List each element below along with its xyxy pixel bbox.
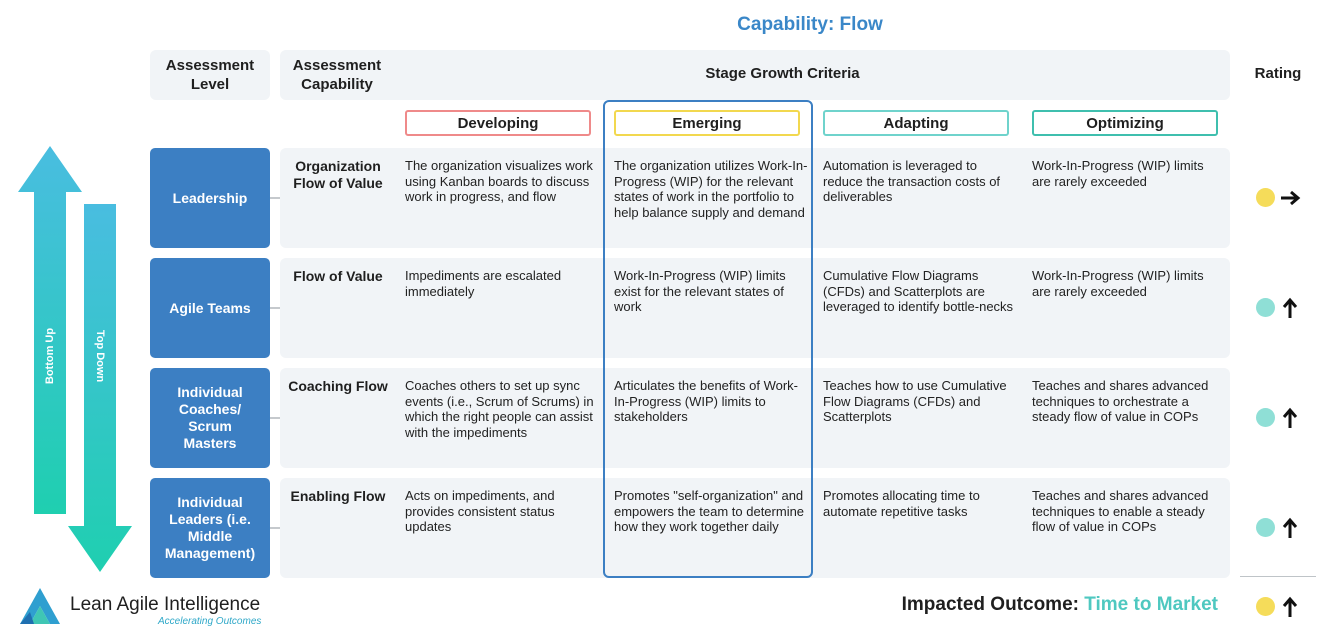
cell-optimizing: Work-In-Progress (WIP) limits are rarely…	[1032, 158, 1204, 189]
cell-adapting: Teaches how to use Cumulative Flow Diagr…	[823, 378, 1007, 425]
cell-developing: Acts on impediments, and provides consis…	[405, 488, 555, 535]
cell-adapting: Automation is leveraged to reduce the tr…	[823, 158, 1001, 205]
stage-developing: Developing	[405, 110, 591, 136]
stage-emerging: Emerging	[614, 110, 800, 136]
row-background	[280, 148, 1230, 248]
header-assessment-level-label: Assessment Level	[165, 57, 255, 93]
top-down-arrow	[68, 204, 132, 572]
cell-developing: Impediments are escalated immediately	[405, 268, 562, 299]
connector-line	[270, 417, 280, 419]
level-label: Agile Teams	[169, 299, 251, 316]
bottom-up-arrow	[18, 146, 82, 514]
arrow-right-icon	[1281, 190, 1301, 206]
logo-name: Lean Agile Intelligence	[70, 594, 261, 615]
cell-developing: The organization visualizes work using K…	[405, 158, 593, 205]
page-title: Capability: Flow	[737, 14, 883, 35]
arrow-up-icon	[1282, 596, 1298, 617]
connector-line	[270, 527, 280, 529]
row-background	[280, 368, 1230, 468]
impacted-outcome: Impacted Outcome: Time to Market	[902, 594, 1218, 616]
outcome-rating-dot-yellow	[1256, 597, 1275, 616]
capability-label: Coaching Flow	[288, 378, 388, 394]
stage-adapting: Adapting	[823, 110, 1009, 136]
level-individual-coaches: Individual Coaches/ Scrum Masters	[150, 368, 270, 468]
cell-adapting: Promotes allocating time to automate rep…	[823, 488, 980, 519]
arrow-up-icon	[1282, 517, 1298, 538]
cell-optimizing: Teaches and shares advanced techniques t…	[1032, 488, 1209, 535]
cell-emerging: The organization utilizes Work-In-Progre…	[614, 158, 808, 220]
arrow-up-icon	[1282, 407, 1298, 428]
row-background	[280, 478, 1230, 578]
level-leadership: Leadership	[150, 148, 270, 248]
top-down-label: Top Down	[94, 329, 106, 383]
impacted-outcome-label: Impacted Outcome:	[901, 594, 1085, 615]
connector-line	[270, 307, 280, 309]
level-label: Individual Coaches/ Scrum Masters	[177, 384, 243, 451]
cell-developing: Coaches others to set up sync events (i.…	[405, 378, 594, 440]
emerging-column-highlight	[603, 100, 813, 578]
bottom-up-label: Bottom Up	[44, 327, 56, 385]
level-label: Individual Leaders (i.e. Middle Manageme…	[164, 494, 256, 561]
rating-divider	[1240, 576, 1316, 577]
cell-optimizing: Work-In-Progress (WIP) limits are rarely…	[1032, 268, 1204, 299]
header-stage-growth-criteria: Stage Growth Criteria	[705, 65, 860, 82]
cell-emerging: Promotes "self-organization" and empower…	[614, 488, 805, 535]
header-assessment-capability: Assessment Capability	[292, 57, 382, 93]
capability-label: Enabling Flow	[290, 488, 386, 504]
capability-label: Flow of Value	[293, 268, 383, 284]
rating-dot-teal	[1256, 518, 1275, 537]
level-label: Leadership	[172, 189, 248, 206]
cell-adapting: Cumulative Flow Diagrams (CFDs) and Scat…	[823, 268, 1014, 315]
impacted-outcome-value: Time to Market	[1084, 594, 1218, 615]
arrow-up-icon	[1282, 297, 1298, 318]
rating-dot-teal	[1256, 298, 1275, 317]
cell-emerging: Work-In-Progress (WIP) limits exist for …	[614, 268, 786, 315]
cell-optimizing: Teaches and shares advanced techniques t…	[1032, 378, 1209, 425]
cell-emerging: Articulates the benefits of Work-In-Prog…	[614, 378, 799, 425]
capability-label: Organization Flow of Value	[293, 158, 383, 191]
rating-dot-yellow	[1256, 188, 1275, 207]
header-rating: Rating	[1254, 65, 1302, 82]
header-criteria-panel	[280, 50, 1230, 100]
header-assessment-level: Assessment Level	[150, 50, 270, 100]
rating-dot-teal	[1256, 408, 1275, 427]
row-background	[280, 258, 1230, 358]
logo-tagline: Accelerating Outcomes	[158, 616, 262, 627]
connector-line	[270, 197, 280, 199]
level-agile-teams: Agile Teams	[150, 258, 270, 358]
lean-agile-intelligence-logo-icon	[20, 588, 60, 624]
stage-optimizing: Optimizing	[1032, 110, 1218, 136]
level-individual-leaders: Individual Leaders (i.e. Middle Manageme…	[150, 478, 270, 578]
